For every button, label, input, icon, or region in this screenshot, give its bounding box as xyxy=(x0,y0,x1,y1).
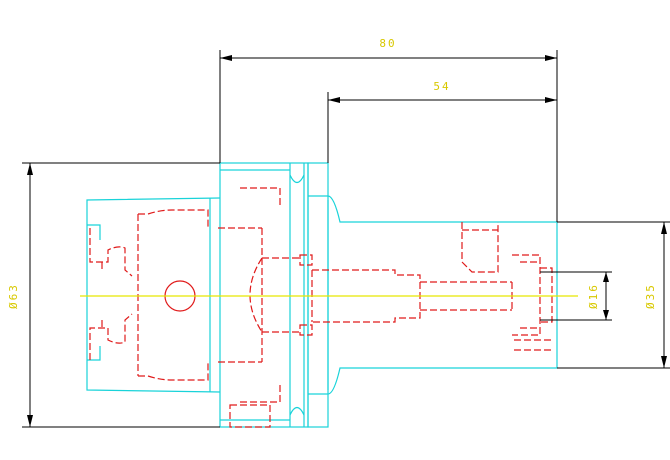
arrowheads xyxy=(27,55,667,427)
dim-shank-length: 54 xyxy=(433,80,450,93)
dimension-lines xyxy=(22,50,670,428)
dim-flange-diameter: Ø63 xyxy=(7,283,20,309)
dim-shank-diameter: Ø35 xyxy=(644,283,657,309)
hidden-lines xyxy=(89,187,553,428)
dim-bore-diameter: Ø16 xyxy=(587,283,600,309)
dim-total-length: 80 xyxy=(379,37,396,50)
part-outline xyxy=(86,162,558,428)
